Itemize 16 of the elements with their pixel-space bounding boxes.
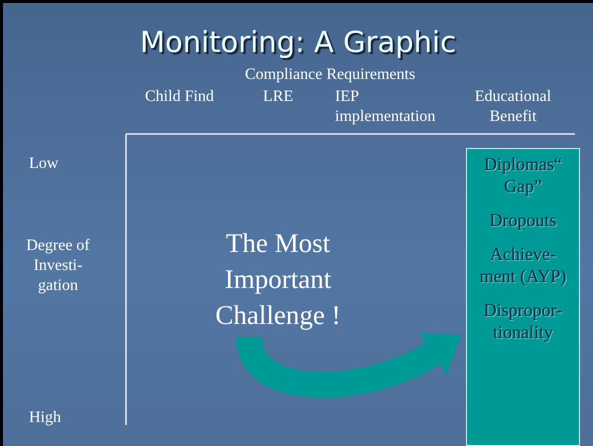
outcome-text: Dropouts (488, 209, 558, 231)
column-heading: Child Find (145, 87, 214, 107)
axis-label: Low (29, 154, 58, 174)
challenge-text: The Most Important Challenge ! (193, 225, 363, 333)
column-heading: Educational Benefit (474, 87, 552, 127)
outcome-box (466, 148, 580, 446)
column-heading: LRE (263, 87, 294, 107)
outcome-text: Diplomas“ Gap” (483, 153, 563, 197)
axis-title: Degree of Investi- gation (25, 236, 91, 296)
axis-title: Compliance Requirements (245, 65, 416, 85)
outcome-text: Achieve- ment (AYP) (478, 243, 568, 287)
column-heading: IEP implementation (335, 87, 436, 127)
slide-title: Monitoring: A Graphic (138, 25, 458, 59)
outcome-text: Dispropor- tionality (482, 299, 564, 343)
axis-label: High (29, 408, 61, 428)
curved-arrow (236, 332, 463, 398)
